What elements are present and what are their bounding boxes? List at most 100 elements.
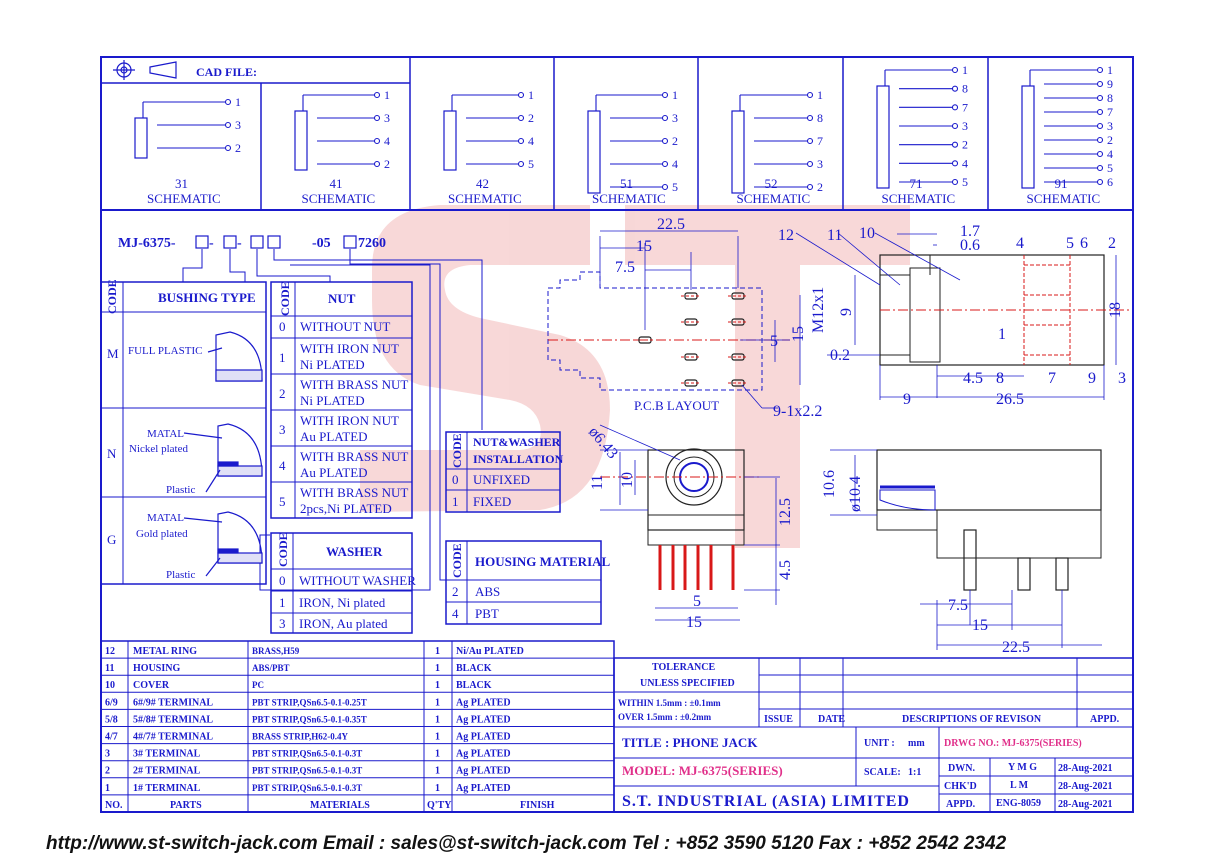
pin-label-1: 1 xyxy=(1107,63,1113,77)
schematic-code-31: 31 xyxy=(175,176,188,191)
scale-value: 1:1 xyxy=(908,767,921,778)
bom-qty: 1 xyxy=(435,680,440,691)
housing-label-abs: ABS xyxy=(475,584,500,599)
schematic-label: SCHEMATIC xyxy=(737,191,811,206)
pin-terminal-icon xyxy=(951,141,959,148)
pin-terminal-icon xyxy=(224,144,232,152)
washer-table: CODE WASHER 0 WITHOUT WASHER 1 IRON, Ni … xyxy=(270,532,416,634)
dim-pcb-holes: 9-1x2.2 xyxy=(773,403,822,420)
schematic-label: SCHEMATIC xyxy=(1027,191,1101,206)
schematic-code-91: 91 xyxy=(1055,176,1068,191)
bom-material: PBT STRIP,QSn6.5-0.1-0.3T xyxy=(252,783,362,793)
pin-terminal-icon xyxy=(661,160,669,168)
bom-qty: 1 xyxy=(435,783,440,794)
label-1: 1 xyxy=(998,326,1006,343)
bom-header-finish: FINISH xyxy=(520,800,555,811)
pin-label-4: 4 xyxy=(384,134,390,148)
bushing-profile-icons xyxy=(183,331,263,577)
housing-material-table: CODE HOUSING MATERIAL 2 ABS 4 PBT xyxy=(445,540,611,625)
part-number-suffix: 7260 xyxy=(358,236,386,251)
bushing-g-plastic: Plastic xyxy=(166,569,195,581)
dwn-label: DWN. xyxy=(948,763,975,774)
label-6: 6 xyxy=(1080,235,1088,252)
pin-label-3: 3 xyxy=(1107,119,1113,133)
nut-label-line2: 2pcs,Ni PLATED xyxy=(300,501,392,516)
label-9: 9 xyxy=(1088,370,1096,387)
bom-material: PBT STRIP,QSn6.5-0.1-0.3T xyxy=(252,749,362,759)
bushing-g-gold: Gold plated xyxy=(136,528,188,540)
tolerance-over: OVER 1.5mm : ±0.2mm xyxy=(618,712,712,722)
cad-file-label: CAD FILE: xyxy=(196,65,257,79)
nut-label-line1: WITHOUT NUT xyxy=(300,319,390,334)
pin-label-3: 3 xyxy=(235,118,241,132)
pin-label-4: 4 xyxy=(1107,147,1113,161)
nut-title: NUT xyxy=(328,291,356,306)
label-2: 2 xyxy=(1108,235,1116,252)
contact-footer: http://www.st-switch-jack.com Email : sa… xyxy=(46,833,1007,854)
dim-pcb-5: 5 xyxy=(770,333,778,350)
pin-terminal-icon xyxy=(517,114,525,122)
bom-material: PBT STRIP,QSn6.5-0.1-0.3T xyxy=(252,766,362,776)
bom-no: 3 xyxy=(105,749,110,760)
schematic-code-41: 41 xyxy=(330,176,343,191)
dim-9h: 9 xyxy=(903,391,911,408)
nut-code-1: 1 xyxy=(279,350,286,365)
bom-finish: Ag PLATED xyxy=(456,766,511,777)
installation-code-header: CODE xyxy=(450,433,464,468)
schematic-code-71: 71 xyxy=(910,176,923,191)
dim-right-7-5: 7.5 xyxy=(948,597,968,614)
nut-label-line2: Ni PLATED xyxy=(300,393,365,408)
pin-terminal-icon xyxy=(951,160,959,167)
pin-terminal-icon xyxy=(951,122,959,130)
dim-1-7: 1.7 xyxy=(960,223,980,240)
dim-9v: 9 xyxy=(838,308,855,316)
pin-terminal-icon xyxy=(806,91,814,99)
nut-code-3: 3 xyxy=(279,422,286,437)
pin-label-5: 5 xyxy=(672,180,678,194)
bom-qty: 1 xyxy=(435,663,440,674)
pin-label-3: 3 xyxy=(962,119,968,133)
jack-body-icon xyxy=(587,110,601,194)
bom-qty: 1 xyxy=(435,766,440,777)
label-3: 3 xyxy=(1118,370,1126,387)
pin-label-8: 8 xyxy=(1107,91,1113,105)
drawing-title: TITLE : PHONE JACK xyxy=(622,735,758,750)
dim-0-2: 0.2 xyxy=(830,347,850,364)
date-header: DATE xyxy=(818,714,845,725)
label-12: 12 xyxy=(778,227,794,244)
schematic-code-51: 51 xyxy=(620,176,633,191)
dim-18: 18 xyxy=(1107,302,1124,318)
schematic-dividers xyxy=(260,57,989,210)
nut-label-line1: WITH IRON NUT xyxy=(300,341,399,356)
installation-code-0: 0 xyxy=(452,472,459,487)
pin-terminal-icon xyxy=(661,91,669,99)
jack-body-icon xyxy=(134,117,148,159)
scale-label: SCALE: xyxy=(864,767,901,778)
bom-no: 11 xyxy=(105,663,114,674)
pin-label-1: 1 xyxy=(384,88,390,102)
pcb-holes xyxy=(635,292,748,387)
bom-no: 10 xyxy=(105,680,115,691)
pcb-layout-drawing: 22.5 15 7.5 5 15 P.C.B LAYOUT 9-1x2.2 xyxy=(547,216,822,420)
dim-front-15: 15 xyxy=(686,614,702,631)
pin-label-2: 2 xyxy=(235,141,241,155)
pin-label-9: 9 xyxy=(1107,77,1113,91)
pin-label-3: 3 xyxy=(384,111,390,125)
pin-terminal-icon xyxy=(951,178,959,186)
installation-label-1: FIXED xyxy=(473,494,511,509)
pin-label-2: 2 xyxy=(817,180,823,194)
bushing-code-header: CODE xyxy=(105,279,119,314)
schematic-label: SCHEMATIC xyxy=(592,191,666,206)
dim-front-4-5: 4.5 xyxy=(777,560,794,580)
dim-pcb-22-5: 22.5 xyxy=(657,216,685,233)
housing-code-4: 4 xyxy=(452,606,459,621)
pin-terminal-icon xyxy=(373,114,381,122)
washer-code-1: 1 xyxy=(279,595,286,610)
bom-part: 2# TERMINAL xyxy=(133,766,201,777)
installation-table: CODE NUT&WASHER INSTALLATION 0 UNFIXED 1… xyxy=(445,431,564,513)
dim-0-6: 0.6 xyxy=(960,237,980,254)
